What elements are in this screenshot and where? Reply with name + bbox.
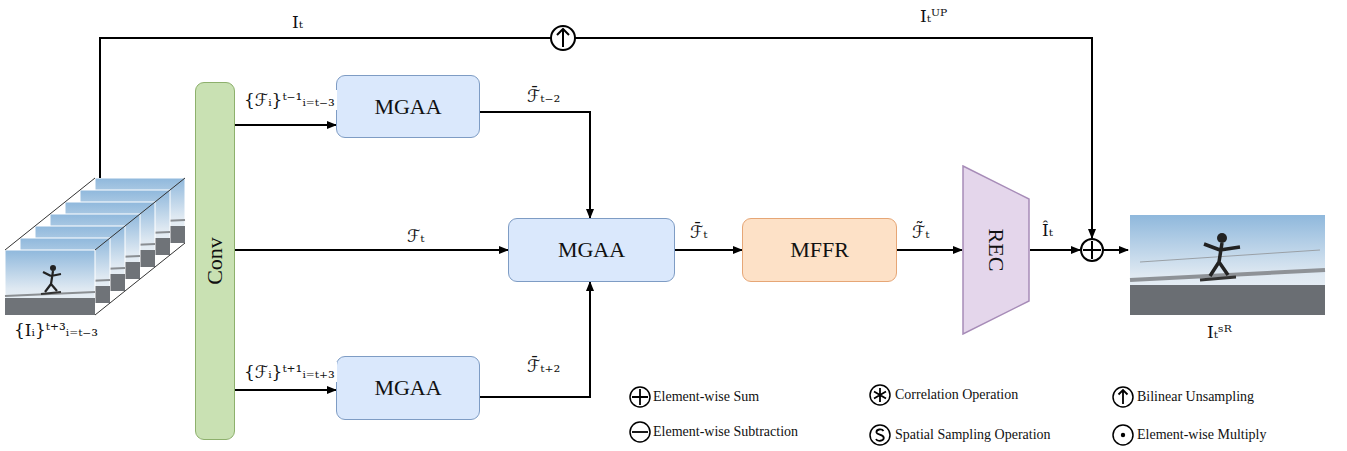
mgaa-block: MGAA xyxy=(336,356,480,420)
feature-label: ℱ̄ₜ₋₂ xyxy=(525,86,562,106)
legend-symbol xyxy=(1112,386,1134,408)
feature-arrow xyxy=(675,249,742,251)
feature-arrow xyxy=(235,249,508,251)
legend-symbol xyxy=(869,424,891,446)
upsample-symbol xyxy=(551,26,575,50)
feature-arrow xyxy=(235,389,336,391)
feature-label: {ℱᵢ}ᵗ⁺¹ᵢ₌ₜ₊₃ xyxy=(242,362,337,382)
math-label: Îₜ xyxy=(1040,220,1055,240)
feature-label: ℱ̄ₜ xyxy=(688,222,710,242)
math-label: Iₜ xyxy=(290,12,305,32)
feature-arrow xyxy=(480,282,590,397)
legend-symbol xyxy=(629,421,651,443)
mgaa-block: MGAA xyxy=(336,75,480,138)
legend-symbol xyxy=(869,384,891,406)
feature-arrow xyxy=(897,249,962,251)
math-label: Iₜˢᴿ xyxy=(1205,322,1234,342)
legend-text: Correlation Operation xyxy=(895,387,1018,404)
legend-text: Bilinear Unsampling xyxy=(1137,389,1254,406)
input-frames xyxy=(5,178,185,315)
block-label: MFFR xyxy=(790,237,849,263)
legend-text: Element-wise Sum xyxy=(653,389,759,406)
rec-decoder: REC xyxy=(962,165,1030,335)
legend-text: Element-wise Subtraction xyxy=(653,424,798,441)
feature-arrow xyxy=(480,112,590,218)
sum-symbol xyxy=(1081,239,1103,261)
output-frame xyxy=(1130,215,1325,315)
block-label: MGAA xyxy=(374,94,441,120)
block-label: Conv xyxy=(202,237,228,285)
feature-arrow xyxy=(235,124,336,126)
legend-symbol xyxy=(1112,424,1134,446)
legend-symbol xyxy=(629,386,651,408)
feature-label: ℱ̃ₜ xyxy=(910,222,932,242)
mffr-block: MFFR xyxy=(742,218,897,282)
math-label: {Iᵢ}ᵗ⁺³ᵢ₌ₜ₋₃ xyxy=(12,320,100,340)
mgaa-block: MGAA xyxy=(508,218,675,282)
conv-block: Conv xyxy=(195,82,235,440)
legend-text: Spatial Sampling Operation xyxy=(895,427,1051,444)
block-label: MGAA xyxy=(558,237,625,263)
math-label: Iₜᵁᴾ xyxy=(918,6,949,26)
legend-text: Element-wise Multiply xyxy=(1137,427,1266,444)
feature-label: ℱ̄ₜ₊₂ xyxy=(525,356,562,376)
block-label: REC xyxy=(983,229,1009,272)
feature-label: {ℱᵢ}ᵗ⁻¹ᵢ₌ₜ₋₃ xyxy=(242,90,337,110)
feature-label: ℱₜ xyxy=(405,226,427,246)
block-label: MGAA xyxy=(374,375,441,401)
